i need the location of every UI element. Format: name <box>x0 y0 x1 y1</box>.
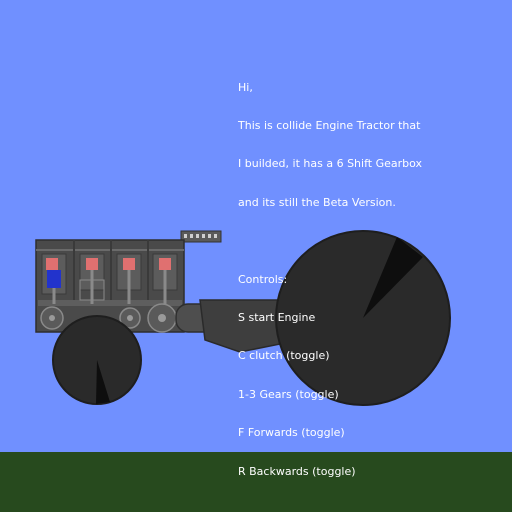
front-wheel <box>52 315 142 405</box>
info-line: This is collide Engine Tractor that <box>238 118 421 132</box>
info-line: I builded, it has a 6 Shift Gearbox <box>238 157 423 171</box>
control-gears: 1-3 Gears (toggle) <box>238 387 339 401</box>
info-text: Hi, This is collide Engine Tractor that … <box>238 56 422 491</box>
cylinder-4 <box>152 253 178 304</box>
info-line: and its still the Beta Version. <box>238 195 396 209</box>
cylinder-2 <box>79 253 105 304</box>
control-clutch: C clutch (toggle) <box>238 349 330 363</box>
controls-heading: Controls: <box>238 272 288 286</box>
cylinder-3 <box>116 253 142 304</box>
ground <box>0 452 512 512</box>
control-forwards: F Forwards (toggle) <box>238 426 345 440</box>
crank-gear-2 <box>119 307 141 329</box>
rear-wheel <box>275 230 451 406</box>
info-line: Hi, <box>238 80 253 94</box>
exhaust-bar <box>180 230 222 243</box>
cylinder-1 <box>41 253 67 304</box>
tractor <box>35 230 451 406</box>
info-line <box>238 235 422 248</box>
crank-gear-3 <box>147 303 177 333</box>
control-start-engine: S start Engine <box>238 310 316 324</box>
crank-gear-1 <box>40 306 64 330</box>
gearbox-housing <box>199 299 302 353</box>
control-backwards: R Backwards (toggle) <box>238 464 356 478</box>
